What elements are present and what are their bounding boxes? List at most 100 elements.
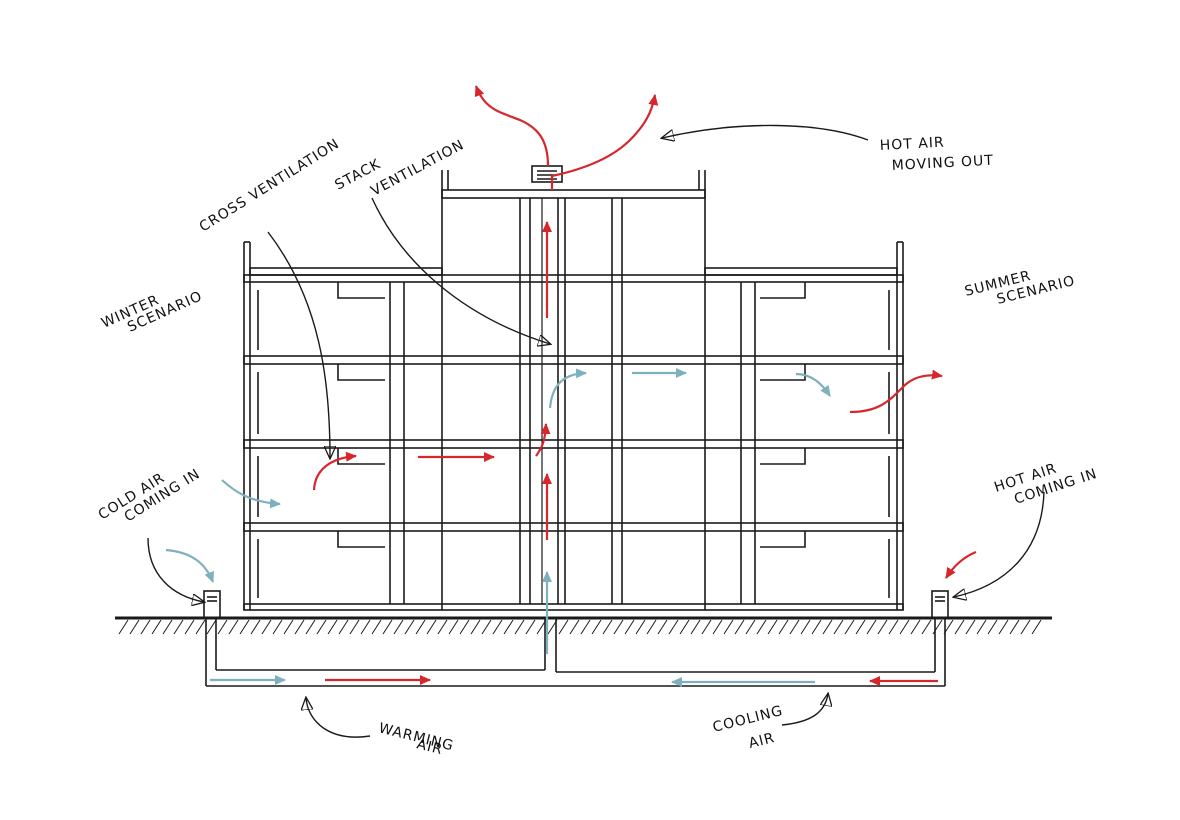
ground-hatch-line bbox=[833, 619, 844, 635]
ground-hatch-line bbox=[591, 619, 602, 635]
red-arrow-out-left bbox=[474, 85, 550, 167]
red-arrow-out-right bbox=[550, 94, 659, 190]
ground-hatch-line bbox=[899, 619, 910, 635]
ground-hatch-line bbox=[338, 619, 349, 635]
ground-hatch-line bbox=[415, 619, 426, 635]
ground-hatch-line bbox=[778, 619, 789, 635]
ground-hatch-line bbox=[184, 619, 195, 635]
label-cooling-air: COOLING bbox=[711, 703, 785, 736]
ground-hatch-line bbox=[129, 619, 140, 635]
ground-hatch-line bbox=[701, 619, 712, 635]
ground-hatch-line bbox=[162, 619, 173, 635]
ground-hatch-line bbox=[976, 619, 987, 635]
red-arrow-stack-mid bbox=[535, 423, 551, 457]
blue-arrow-cold-in-vent bbox=[165, 548, 215, 583]
ground-hatch-line bbox=[1020, 619, 1031, 635]
ground-hatch-line bbox=[646, 619, 657, 635]
label-cross-ventilation: CROSS VENTILATION bbox=[197, 136, 343, 235]
ground-hatch-line bbox=[877, 619, 888, 635]
red-arrow-summer-out bbox=[849, 369, 943, 414]
ground-hatch-line bbox=[811, 619, 822, 635]
ground-hatch-line bbox=[305, 619, 316, 635]
ground-hatch-line bbox=[382, 619, 393, 635]
ground-hatch-line bbox=[855, 619, 866, 635]
pointer-warming-air bbox=[306, 698, 371, 738]
ground-hatch-line bbox=[481, 619, 492, 635]
ground-hatch-line bbox=[910, 619, 921, 635]
ground bbox=[115, 616, 1052, 635]
red-arrow-cross-curl bbox=[312, 451, 357, 491]
ground-hatch-line bbox=[448, 619, 459, 635]
labels: WINTER SCENARIO SUMMER SCENARIO CROSS VE… bbox=[96, 135, 1100, 759]
earth-duct bbox=[203, 590, 949, 687]
building bbox=[243, 165, 904, 611]
ground-hatch-line bbox=[118, 619, 129, 635]
ground-hatch-line bbox=[756, 619, 767, 635]
ground-hatch-line bbox=[514, 619, 525, 635]
ground-hatch-line bbox=[635, 619, 646, 635]
ground-hatch-line bbox=[613, 619, 624, 635]
ground-hatch-line bbox=[866, 619, 877, 635]
ground-hatch-line bbox=[261, 619, 272, 635]
ground-hatch-line bbox=[921, 619, 932, 635]
ground-hatch-line bbox=[998, 619, 1009, 635]
ground-hatch-line bbox=[734, 619, 745, 635]
ground-hatch-line bbox=[437, 619, 448, 635]
label-hot-air-out: HOT AIR bbox=[879, 135, 945, 154]
ground-hatch-line bbox=[140, 619, 151, 635]
blue-arrow-riser-turn bbox=[548, 368, 587, 409]
ground-hatch-line bbox=[470, 619, 481, 635]
ground-hatch-line bbox=[349, 619, 360, 635]
ground-hatch-line bbox=[250, 619, 261, 635]
cold-air-flows bbox=[165, 368, 831, 687]
ground-hatch-line bbox=[294, 619, 305, 635]
ground-hatch-line bbox=[371, 619, 382, 635]
ground-hatch-line bbox=[228, 619, 239, 635]
ground-hatch-line bbox=[965, 619, 976, 635]
ground-hatch-line bbox=[195, 619, 206, 635]
ground-hatch-line bbox=[712, 619, 723, 635]
pointer-cold-air-in bbox=[147, 537, 204, 602]
ground-hatch-line bbox=[426, 619, 437, 635]
label-hot-air-out-line2: MOVING OUT bbox=[891, 153, 994, 174]
ground-hatch-line bbox=[800, 619, 811, 635]
ground-hatch-line bbox=[459, 619, 470, 635]
ground-hatch-line bbox=[987, 619, 998, 635]
ground-hatch-line bbox=[580, 619, 591, 635]
label-warming-air-line2: AIR bbox=[415, 736, 445, 758]
ground-hatch-line bbox=[283, 619, 294, 635]
ground-hatch-line bbox=[173, 619, 184, 635]
label-cooling-air-line2: AIR bbox=[747, 730, 777, 752]
ground-hatch-line bbox=[217, 619, 228, 635]
pointer-stack-ventilation bbox=[371, 197, 550, 344]
ground-hatch-line bbox=[151, 619, 162, 635]
ground-hatch-line bbox=[1031, 619, 1042, 635]
ground-hatch-line bbox=[767, 619, 778, 635]
ground-hatch-line bbox=[492, 619, 503, 635]
ground-hatch-line bbox=[668, 619, 679, 635]
annotation-pointers bbox=[147, 124, 1045, 738]
pointer-cross-ventilation bbox=[267, 231, 330, 458]
ground-hatch-line bbox=[822, 619, 833, 635]
ground-hatch-line bbox=[393, 619, 404, 635]
ground-hatch-line bbox=[723, 619, 734, 635]
ground-hatch-line bbox=[690, 619, 701, 635]
ground-hatch-line bbox=[206, 619, 217, 635]
ground-hatch-line bbox=[657, 619, 668, 635]
blue-arrow-cold-in-wall bbox=[221, 479, 281, 509]
ground-hatch-line bbox=[525, 619, 536, 635]
ground-hatch-line bbox=[679, 619, 690, 635]
red-arrow-summer-in bbox=[945, 550, 977, 579]
ground-hatch-line bbox=[569, 619, 580, 635]
ground-hatch-line bbox=[360, 619, 371, 635]
ground-hatch-line bbox=[789, 619, 800, 635]
hot-air-flows bbox=[312, 85, 977, 686]
ground-hatch-line bbox=[954, 619, 965, 635]
ground-hatch-line bbox=[558, 619, 569, 635]
ground-hatch-line bbox=[404, 619, 415, 635]
ground-hatch-line bbox=[272, 619, 283, 635]
pointer-hot-air-out bbox=[662, 124, 869, 140]
ground-hatch-line bbox=[239, 619, 250, 635]
ground-hatch-line bbox=[602, 619, 613, 635]
